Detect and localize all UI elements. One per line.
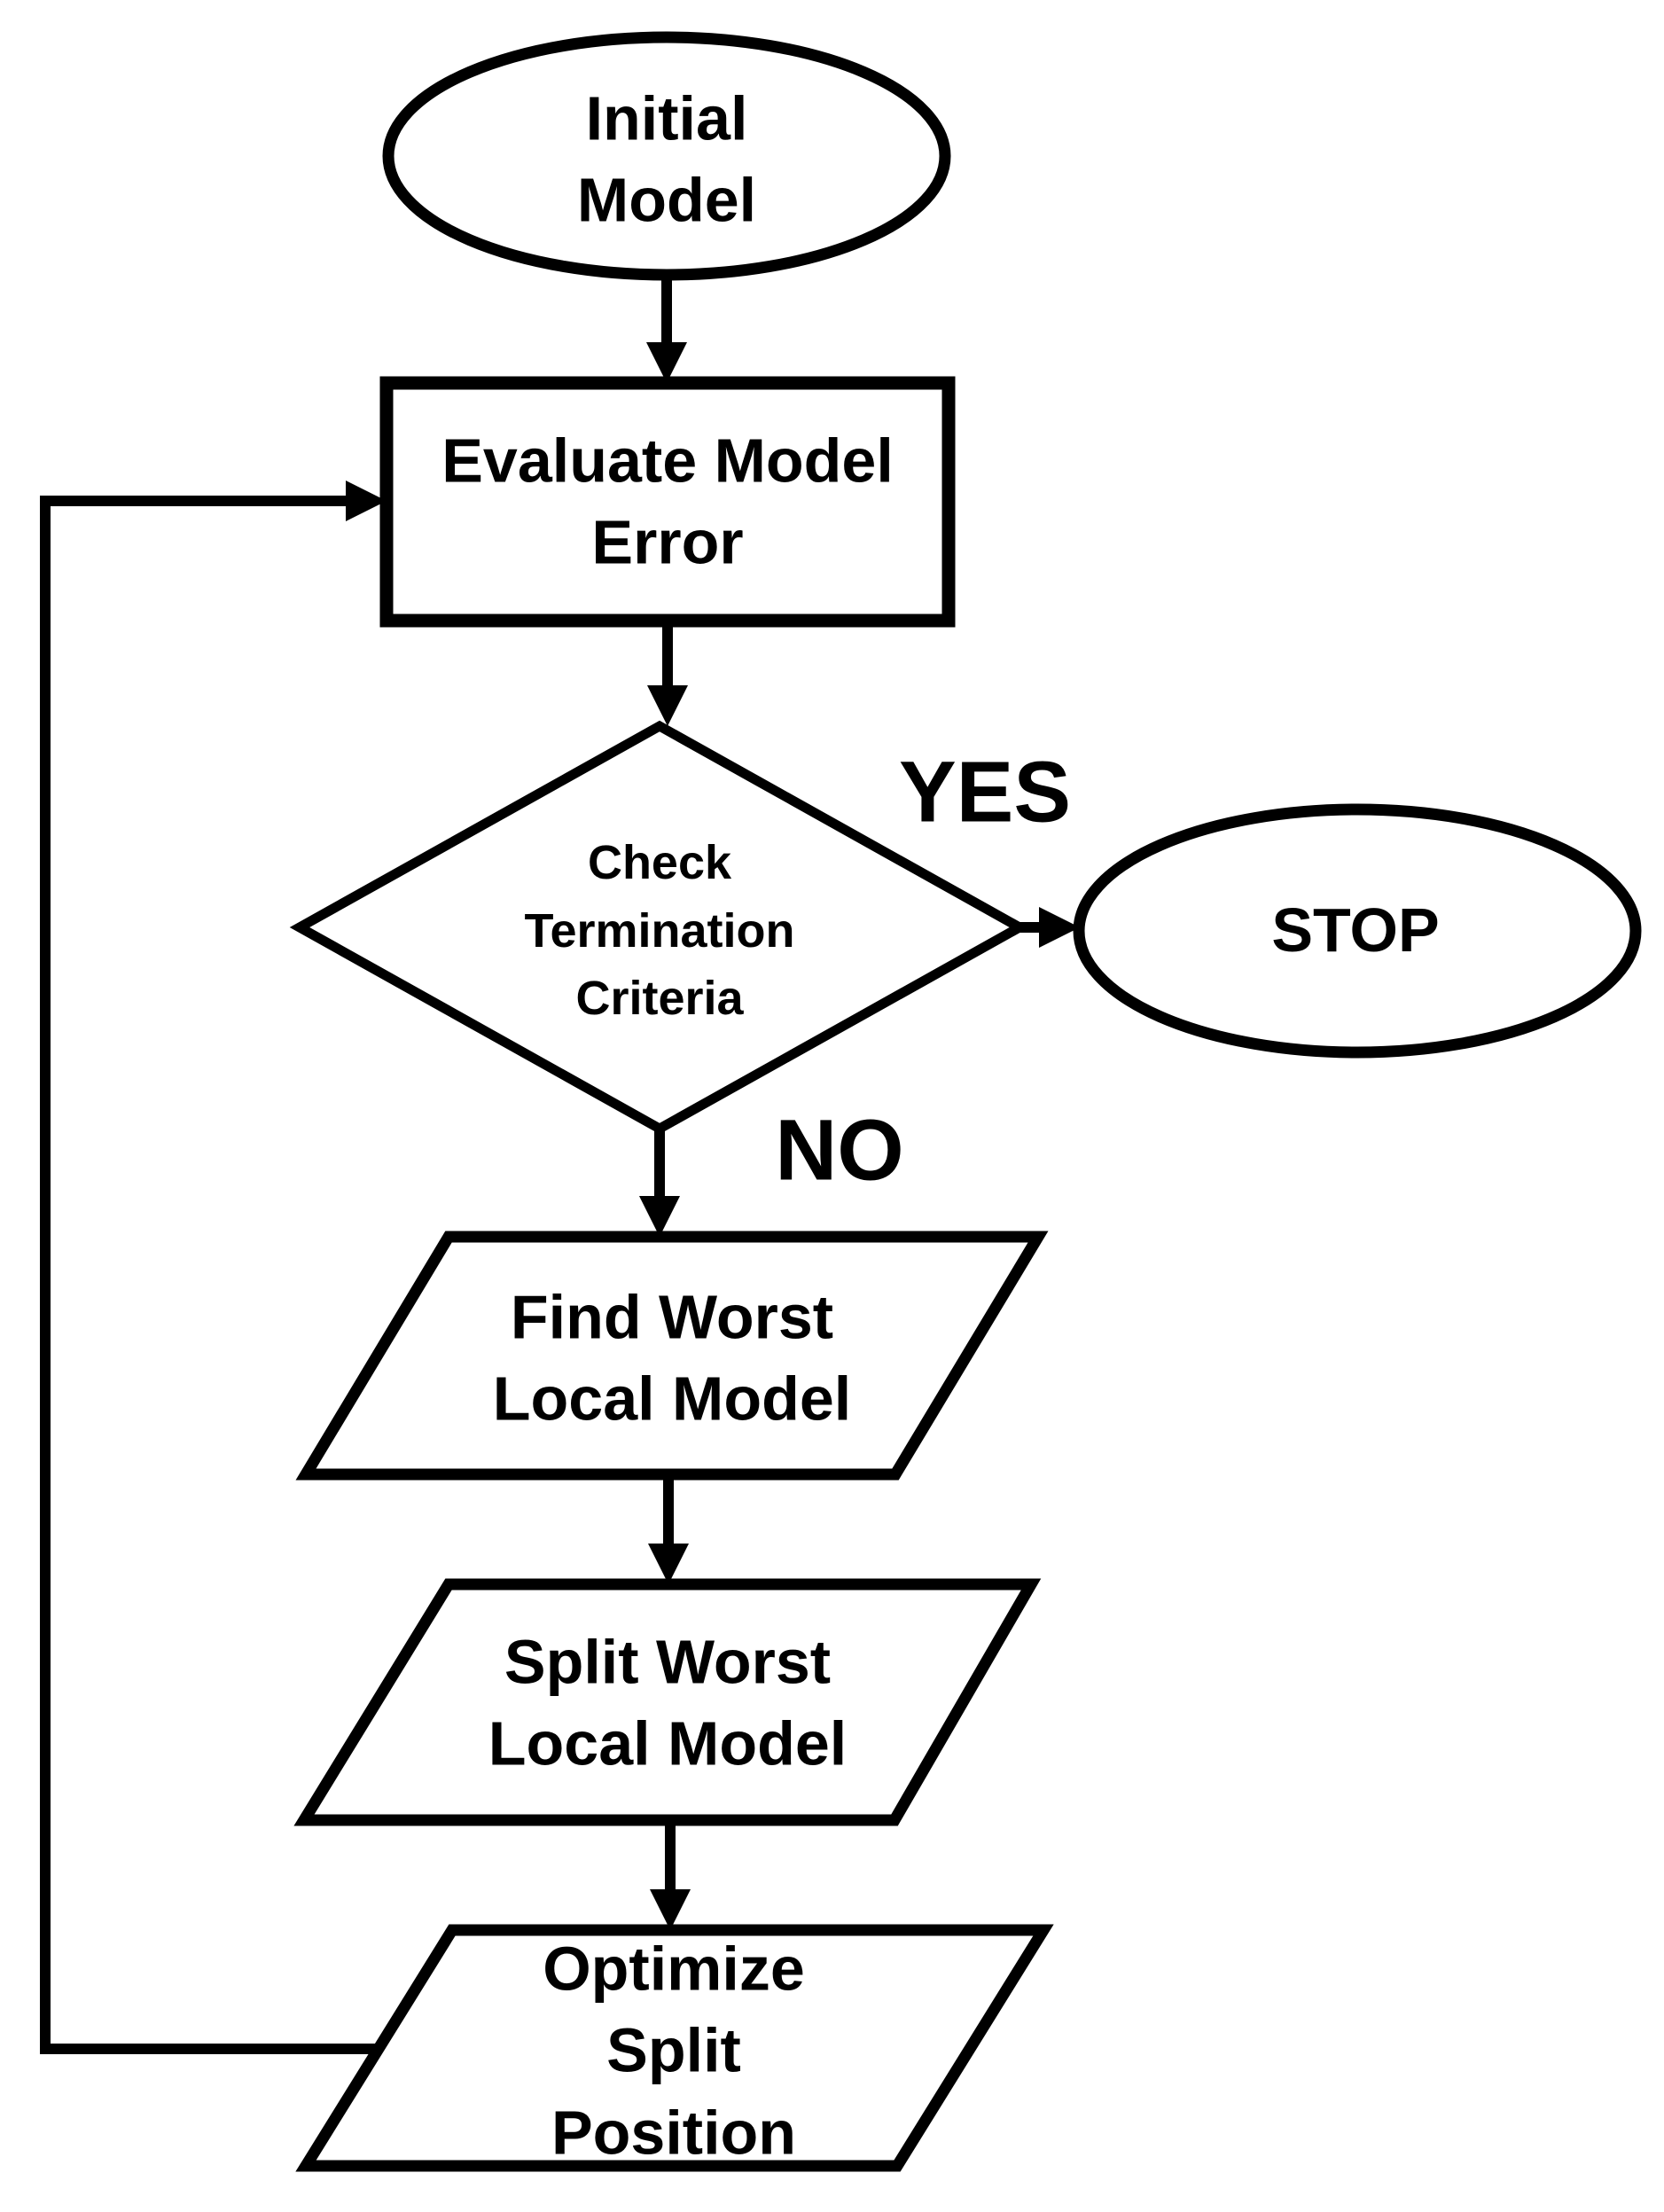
check-termination-label: Check Termination Criteria — [524, 835, 795, 1026]
edge-initial-to-evaluate — [646, 273, 687, 383]
arrow-head — [1039, 907, 1080, 948]
arrow-head — [646, 342, 687, 383]
edge-evaluate-to-decision — [647, 621, 688, 726]
edges — [40, 273, 1080, 2054]
find-worst-label: Find Worst Local Model — [492, 1282, 852, 1434]
edge-split-to-optimize — [650, 1820, 691, 1930]
stop-label: STOP — [1271, 895, 1440, 965]
arrow-head — [647, 685, 688, 726]
edge-find-to-split — [648, 1474, 689, 1584]
optimize-split-label: Optimize Split Position — [543, 1934, 805, 2168]
arrow-head — [346, 481, 387, 521]
edge-decision-to-stop-yes — [1019, 907, 1080, 948]
edge-decision-to-find-no — [639, 1129, 680, 1237]
optimize-split-parallelogram — [295, 1924, 1054, 2172]
split-worst-label: Split Worst Local Model — [488, 1627, 848, 1778]
edge-optimize-to-evaluate-loop — [40, 481, 387, 2054]
node-shapes — [289, 31, 1642, 2172]
find-worst-parallelogram — [295, 1231, 1049, 1481]
arrow-head — [648, 1544, 689, 1584]
stop-ellipse — [1073, 803, 1642, 1059]
loop-line — [40, 496, 379, 2054]
arrow-head — [639, 1196, 680, 1237]
arrow-head — [650, 1889, 691, 1930]
initial-model-label: Initial Model — [576, 83, 757, 235]
evaluate-model-error-label: Evaluate Model Error — [441, 426, 894, 577]
split-worst-parallelogram — [293, 1578, 1042, 1826]
no-edge-label: NO — [775, 1101, 904, 1199]
yes-edge-label: YES — [898, 743, 1072, 840]
evaluate-model-error-rect — [379, 376, 956, 628]
